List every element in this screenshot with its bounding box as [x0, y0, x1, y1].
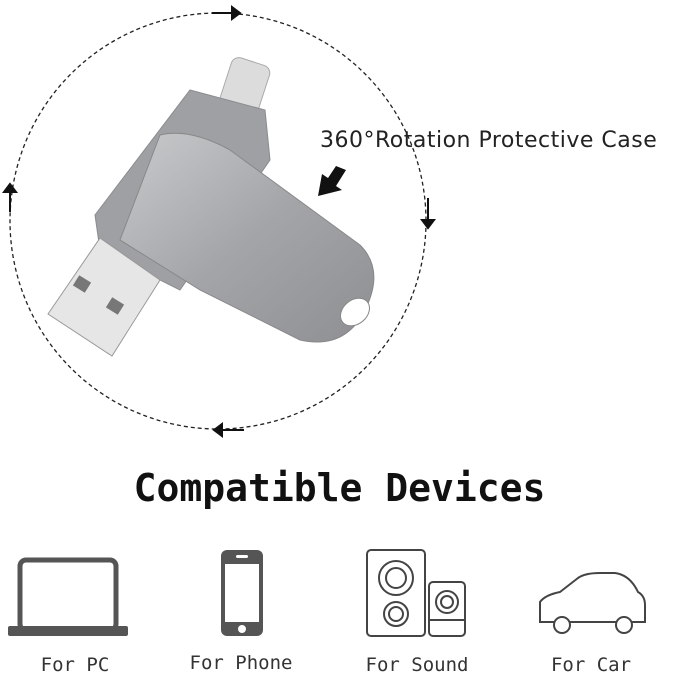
label-for-car: For Car	[550, 654, 632, 676]
label-for-pc: For PC	[40, 654, 110, 676]
swivel-cover	[119, 132, 375, 343]
rotation-arrows	[2, 5, 436, 438]
label-for-sound: For Sound	[365, 654, 469, 676]
car-icon	[539, 572, 646, 634]
phone-icon	[221, 550, 263, 636]
rotation-caption: 360°Rotation Protective Case	[320, 128, 658, 153]
usb-a-connector	[47, 237, 161, 357]
pointer-arrow-icon	[318, 166, 346, 196]
compatible-devices-title: Compatible Devices	[133, 466, 546, 510]
label-for-phone: For Phone	[189, 652, 293, 674]
usb-drive-illustration	[2, 5, 436, 438]
speaker-icon	[366, 549, 466, 637]
laptop-icon	[8, 557, 128, 636]
device-icons	[8, 549, 646, 637]
